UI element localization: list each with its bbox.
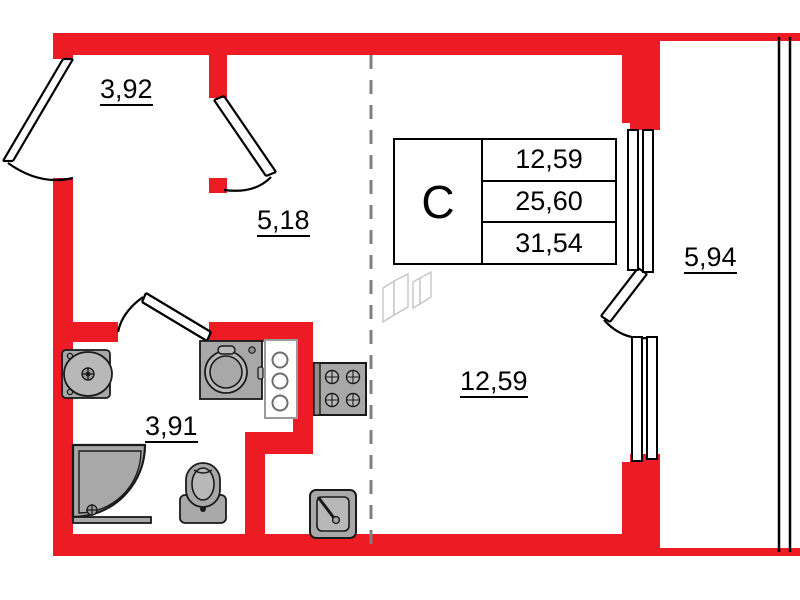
- balcony-railing: [777, 37, 792, 552]
- apartment-info-table: C 12,59 25,60 31,54: [393, 138, 617, 265]
- shower-tray-fixture: [71, 443, 152, 524]
- wall-bottom-balcony: [660, 548, 800, 556]
- hall-door[interactable]: [213, 94, 277, 192]
- room-label-corridor: 5,18: [257, 207, 310, 237]
- entrance-door[interactable]: [2, 57, 74, 182]
- kitchen-sink-fixture: [309, 489, 357, 539]
- kitchen-fixtures: [309, 362, 367, 539]
- apartment-type-letter: C: [421, 175, 455, 228]
- usable-area-row: 25,60: [483, 179, 615, 224]
- wall-right-pier-upper-notch: [622, 33, 632, 123]
- wall-left-upper: [53, 33, 73, 59]
- wall-bathroom-top-left: [53, 322, 118, 342]
- wall-top-balcony: [660, 33, 800, 41]
- room-area-bathroom: 3,91: [145, 411, 198, 443]
- washbasin-fixture: [61, 349, 113, 399]
- living-area-row: 12,59: [515, 144, 583, 175]
- wall-hall-partition-top: [209, 33, 227, 98]
- wall-hall-partition-bottom: [209, 178, 227, 193]
- room-label-hall: 3,92: [100, 76, 153, 106]
- washing-machine-fixture: [199, 340, 264, 400]
- wall-bathroom-top-right: [209, 322, 313, 342]
- doors-layer: [2, 57, 648, 342]
- wall-right-pier-lower: [630, 454, 660, 556]
- glazing-layer: [627, 129, 658, 462]
- room-area-balcony: 5,94: [684, 242, 737, 274]
- room-area-hall: 3,92: [100, 74, 153, 106]
- room-area-living-room: 12,59: [460, 366, 528, 398]
- bathroom-fixtures: [61, 339, 298, 524]
- room-label-living-room: 12,59: [460, 368, 528, 398]
- wall-right-pier-lower-notch: [622, 462, 632, 556]
- room-label-balcony: 5,94: [684, 244, 737, 274]
- apartment-type-cell: C: [395, 140, 483, 263]
- cooktop-fixture: [313, 362, 367, 416]
- window-upper: [627, 129, 654, 273]
- bathroom-door[interactable]: [116, 292, 213, 342]
- toilet-fixture: [179, 462, 227, 524]
- room-label-bathroom: 3,91: [145, 413, 198, 443]
- window-lower: [631, 336, 658, 462]
- wall-kitchen-partition-lower: [245, 432, 265, 556]
- wall-right-pier-upper: [630, 33, 660, 130]
- counter-burners-fixture: [264, 339, 298, 419]
- balcony-door[interactable]: [600, 267, 648, 340]
- apartment-area-values: 12,59 25,60 31,54: [483, 140, 615, 263]
- total-area-row: 31,54: [515, 227, 583, 258]
- wall-bottom: [53, 534, 660, 556]
- partition-graphic-icon: [382, 270, 432, 324]
- wall-top: [53, 33, 660, 55]
- room-area-corridor: 5,18: [257, 205, 310, 237]
